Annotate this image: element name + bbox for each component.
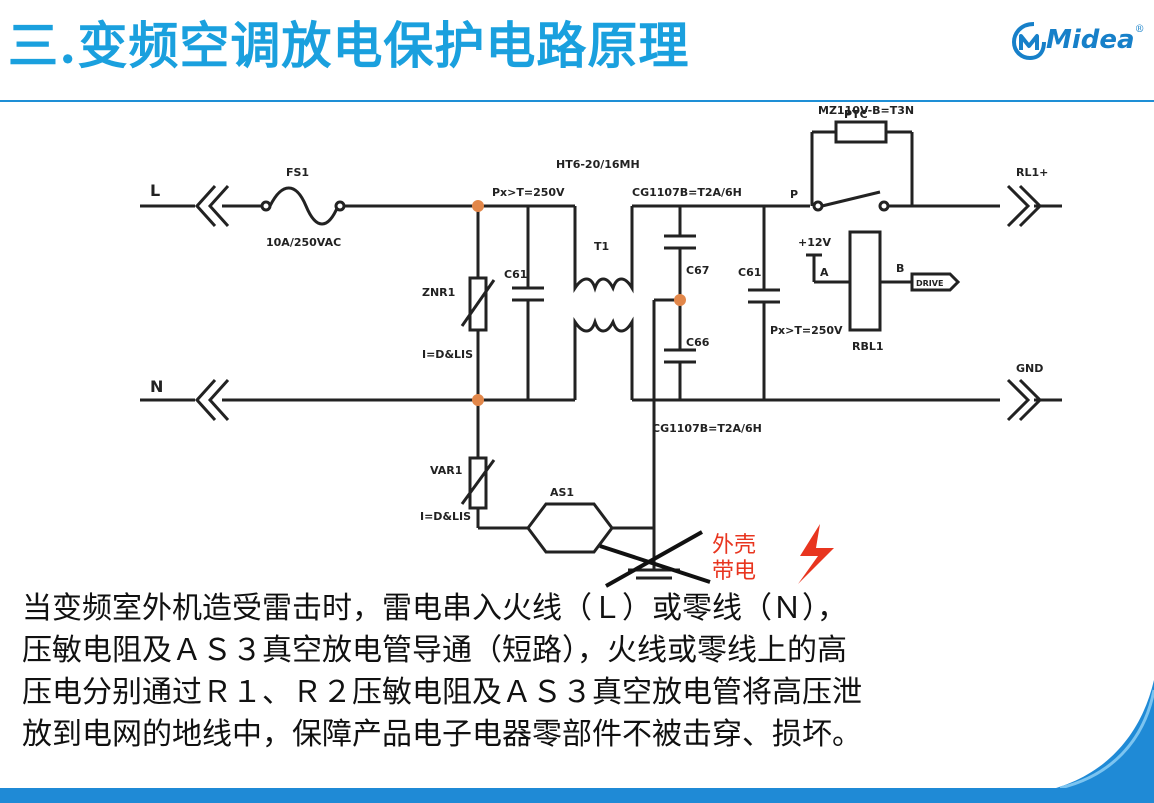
explanation-line-3: 压电分别通过Ｒ１、Ｒ２压敏电阻及ＡＳ３真空放电管将高压泄 [22, 675, 862, 710]
title-divider [0, 100, 1154, 102]
label-cap-series-bottom: CG1107B=T2A/6H [652, 422, 762, 435]
slide-title: 三.变频空调放电保护电路原理 [8, 16, 690, 75]
callout-shell-line1: 外壳 [712, 533, 756, 558]
junction-node-n [472, 394, 484, 406]
label-ptc: PTC [844, 108, 868, 121]
label-relay-a: A [820, 266, 829, 279]
label-c66: C66 [686, 336, 710, 349]
label-node-p: P [790, 188, 798, 201]
label-fuse-rating: 10A/250VAC [266, 236, 341, 249]
explanation-line-1: 当变频室外机造受雷击时，雷电串入火线（Ｌ）或零线（Ｎ）， [22, 591, 847, 626]
label-out-rl: RL1+ [1016, 166, 1048, 179]
label-relay-name: RBL1 [852, 340, 884, 353]
label-relay-drive: DRIVE [916, 279, 943, 288]
label-c61-a: C61 [504, 268, 527, 281]
explanation-text: 当变频室外机造受雷击时，雷电串入火线（Ｌ）或零线（Ｎ）， 压敏电阻及ＡＳ３真空放… [22, 588, 1122, 756]
arrester-as1-icon [526, 502, 614, 554]
label-relay-b: B [896, 262, 904, 275]
label-cap-series-top: CG1107B=T2A/6H [632, 186, 742, 199]
fuse-icon [268, 186, 340, 226]
coil-top-icon [573, 270, 634, 294]
midea-logo-mark-icon [1012, 22, 1046, 60]
label-c67: C67 [686, 264, 709, 277]
logo-wordmark: Midea [1046, 25, 1135, 55]
label-out-gnd: GND [1016, 362, 1043, 375]
explanation-line-2: 压敏电阻及ＡＳ３真空放电管导通（短路），火线或零线上的高 [22, 633, 847, 668]
relay-switch-contact [821, 190, 881, 208]
cross-mark-icon [599, 530, 711, 588]
label-varistor-bottom: VAR1 [430, 464, 462, 477]
connector-l-left-icon [194, 184, 230, 228]
label-arrester: AS1 [550, 486, 574, 499]
label-varistor-top-i: I=D&LIS [422, 348, 473, 361]
junction-nodes [472, 200, 686, 406]
label-line-n: N [150, 377, 163, 396]
ptc-resistor-icon [834, 120, 888, 144]
label-relay-v: +12V [798, 236, 832, 249]
label-cap-right: Px>T=250V [770, 324, 843, 337]
circuit-diagram: L N FS1 10A/250VAC Px>T=250V HT6-20/16MH… [140, 104, 1062, 588]
label-varistor-bottom-i: I=D&LIS [420, 510, 471, 523]
label-c61-b: C61 [738, 266, 761, 279]
drive-tag-icon [910, 272, 961, 292]
midea-logo: Midea ® [1012, 18, 1145, 62]
label-line-l: L [150, 181, 160, 200]
bottom-bar [0, 788, 1154, 803]
connector-n-left-icon [194, 378, 230, 422]
junction-node-mid [674, 294, 686, 306]
coil-bottom-icon [573, 316, 634, 338]
label-varistor-top: ZNR1 [422, 286, 455, 299]
lightning-bolt-icon [798, 524, 834, 584]
callout-shell-line2: 带电 [712, 559, 756, 584]
logo-registered-mark: ® [1134, 24, 1145, 35]
label-cap-top: Px>T=250V [492, 186, 565, 199]
junction-node-l [472, 200, 484, 212]
explanation-line-4: 放到电网的地线中，保障产品电子电器零部件不被击穿、损坏。 [22, 717, 862, 752]
relay-coil-icon [848, 230, 882, 332]
label-fuse-name: FS1 [286, 166, 309, 179]
label-coil: T1 [594, 240, 609, 253]
label-filter-name: HT6-20/16MH [556, 158, 640, 171]
corner-wave-decoration [1040, 680, 1154, 803]
label-ptc-top: MZ110V-B=T3N [818, 104, 914, 117]
